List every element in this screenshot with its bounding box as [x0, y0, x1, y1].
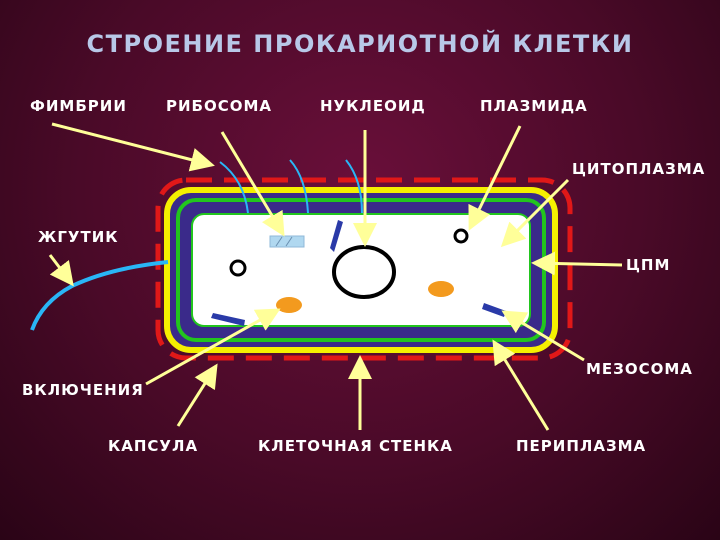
label-cpm: ЦПМ	[626, 256, 671, 274]
plasmid	[229, 259, 247, 277]
ribosome	[269, 235, 305, 248]
arrow-citoplazma	[500, 178, 570, 248]
arrow-fimbrii	[51, 122, 215, 172]
arrow-kapsula	[176, 363, 218, 427]
label-fimbrii: ФИМБРИИ	[30, 97, 127, 115]
label-nukleoid: НУКЛЕОИД	[320, 97, 426, 115]
label-plazmida: ПЛАЗМИДА	[480, 97, 588, 115]
arrow-mezosoma	[501, 310, 585, 362]
nucleoid	[332, 245, 396, 299]
label-zhgutik: ЖГУТИК	[38, 228, 119, 246]
label-periplazma: ПЕРИПЛАЗМА	[516, 437, 647, 455]
fimbria	[345, 159, 363, 214]
mesosome	[211, 313, 245, 326]
fimbria	[289, 159, 309, 214]
arrow-zhgutik	[48, 254, 74, 287]
arrow-ribosoma	[220, 131, 285, 237]
label-kapsula: КАПСУЛА	[108, 437, 199, 455]
flagellum	[30, 260, 169, 331]
label-ribosoma: РИБОСОМА	[166, 97, 273, 115]
mesosome	[482, 303, 506, 317]
inclusion	[276, 297, 302, 313]
diagram-title: СТРОЕНИЕ ПРОКАРИОТНОЙ КЛЕТКИ	[86, 30, 634, 58]
inclusion	[428, 281, 454, 297]
arrow-plazmida	[468, 125, 522, 231]
plasmid	[453, 228, 469, 244]
label-kletochnaya-stenka: КЛЕТОЧНАЯ СТЕНКА	[258, 437, 453, 455]
label-mezosoma: МЕЗОСОМА	[586, 360, 693, 378]
arrow-vklyucheniya	[145, 308, 281, 386]
arrow-periplazma	[492, 339, 550, 431]
label-vklyucheniya: ВКЛЮЧЕНИЯ	[22, 381, 144, 399]
cytoplasm	[191, 213, 531, 327]
fimbria	[219, 161, 249, 214]
arrow-cpm	[531, 251, 623, 276]
label-citoplazma: ЦИТОПЛАЗМА	[572, 160, 706, 178]
mesosome	[330, 220, 343, 252]
